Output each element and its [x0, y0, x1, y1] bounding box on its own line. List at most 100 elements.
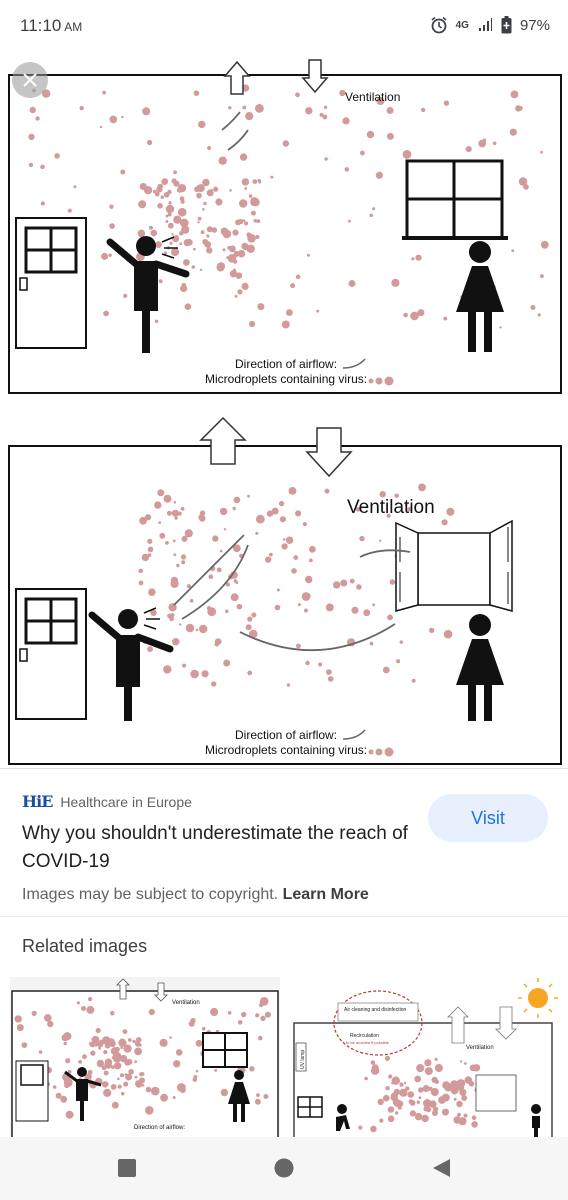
- droplet: [258, 1035, 263, 1041]
- clock-text: 11:10: [20, 16, 62, 35]
- droplet: [211, 681, 217, 687]
- droplet: [88, 997, 93, 1002]
- droplet: [104, 1058, 113, 1066]
- droplet: [211, 227, 218, 233]
- droplet: [434, 1057, 438, 1061]
- droplet: [228, 106, 232, 110]
- source-name[interactable]: Healthcare in Europe: [60, 793, 192, 810]
- droplet: [148, 588, 156, 596]
- droplet: [193, 247, 196, 251]
- droplet: [208, 574, 214, 579]
- droplet: [54, 153, 60, 159]
- droplet: [325, 603, 334, 612]
- droplet: [425, 1106, 432, 1113]
- source-row[interactable]: HiE Healthcare in Europe: [22, 792, 192, 811]
- droplet: [145, 1086, 152, 1093]
- droplet: [295, 510, 302, 517]
- droplet: [158, 521, 162, 524]
- droplet: [101, 252, 109, 260]
- droplet: [399, 640, 403, 644]
- droplet: [247, 494, 250, 498]
- droplet: [235, 272, 243, 279]
- droplet: [169, 616, 175, 622]
- droplet: [237, 289, 243, 295]
- droplet: [155, 241, 162, 249]
- thumb2-recirc-note: to be avoided if possible: [346, 1040, 390, 1045]
- droplet: [442, 1110, 447, 1115]
- droplet: [154, 319, 159, 323]
- circle-nav-icon[interactable]: [273, 1157, 295, 1179]
- droplet: [165, 214, 169, 218]
- droplet: [197, 216, 202, 221]
- droplet: [73, 185, 77, 189]
- droplet: [67, 1069, 72, 1074]
- droplet-cloud: [358, 1055, 484, 1133]
- droplet: [399, 1088, 408, 1097]
- droplet: [173, 501, 177, 504]
- droplet: [456, 1079, 466, 1088]
- droplet: [31, 1010, 37, 1016]
- droplet: [141, 1083, 145, 1087]
- droplet: [225, 582, 230, 587]
- droplet: [103, 1050, 108, 1055]
- droplet: [279, 516, 286, 523]
- droplet: [96, 1059, 105, 1068]
- related-image-2[interactable]: Air cleaning and disinfection Recirculat…: [290, 977, 558, 1137]
- result-title[interactable]: Why you shouldn't underestimate the reac…: [22, 823, 408, 872]
- thumb2-ventilation: Ventilation: [466, 1045, 494, 1051]
- droplet: [250, 210, 256, 216]
- thumb1-legend: Direction of airflow:: [134, 1125, 185, 1131]
- droplet: [443, 100, 450, 106]
- droplet: [235, 581, 239, 585]
- related-image-1[interactable]: Ventilation Direction of airflow:: [10, 977, 280, 1137]
- droplet: [421, 1114, 429, 1123]
- droplet: [226, 256, 229, 259]
- thumb2-uv-lamp: UV lamp: [300, 1050, 306, 1069]
- droplet: [409, 1110, 416, 1117]
- visit-button[interactable]: Visit: [428, 794, 548, 842]
- droplet: [220, 227, 229, 236]
- droplet: [125, 1073, 132, 1081]
- droplet: [260, 1015, 266, 1022]
- droplet: [408, 1099, 414, 1105]
- droplet: [210, 189, 214, 192]
- back-nav-icon[interactable]: [430, 1157, 452, 1179]
- droplet: [233, 496, 241, 504]
- droplet: [153, 189, 157, 194]
- droplet: [21, 1042, 28, 1048]
- droplet: [163, 494, 172, 503]
- droplet: [103, 1070, 109, 1076]
- image-viewer[interactable]: Ventilation Direction of airflow: Microd…: [0, 52, 568, 768]
- droplet: [459, 1060, 463, 1063]
- droplet: [78, 1060, 82, 1064]
- learn-more-link[interactable]: Learn More: [282, 886, 369, 903]
- door-icon: [15, 217, 87, 349]
- droplet: [195, 1069, 199, 1073]
- droplet: [253, 219, 258, 223]
- thumb2-recirculation: Recirculation: [350, 1033, 379, 1039]
- droplet: [242, 219, 246, 223]
- droplet: [156, 186, 163, 193]
- droplet: [375, 171, 383, 179]
- clock-ampm: AM: [64, 20, 83, 34]
- close-button[interactable]: [12, 62, 48, 98]
- droplet: [324, 157, 328, 161]
- droplet: [120, 1091, 125, 1096]
- droplet: [223, 528, 227, 531]
- droplet: [302, 522, 307, 527]
- droplet: [281, 320, 290, 329]
- thumb1-ventilation: Ventilation: [172, 1000, 200, 1006]
- droplet: [530, 305, 536, 310]
- droplet: [172, 1096, 176, 1099]
- droplet: [134, 1075, 138, 1079]
- droplet: [388, 1074, 393, 1079]
- droplet-cloud: [138, 483, 457, 687]
- droplet: [110, 1010, 115, 1016]
- droplet: [179, 242, 183, 245]
- droplet: [138, 200, 147, 209]
- droplet: [111, 1101, 119, 1109]
- droplet: [145, 1106, 154, 1115]
- square-nav-icon[interactable]: [116, 1157, 138, 1179]
- droplet: [233, 250, 240, 257]
